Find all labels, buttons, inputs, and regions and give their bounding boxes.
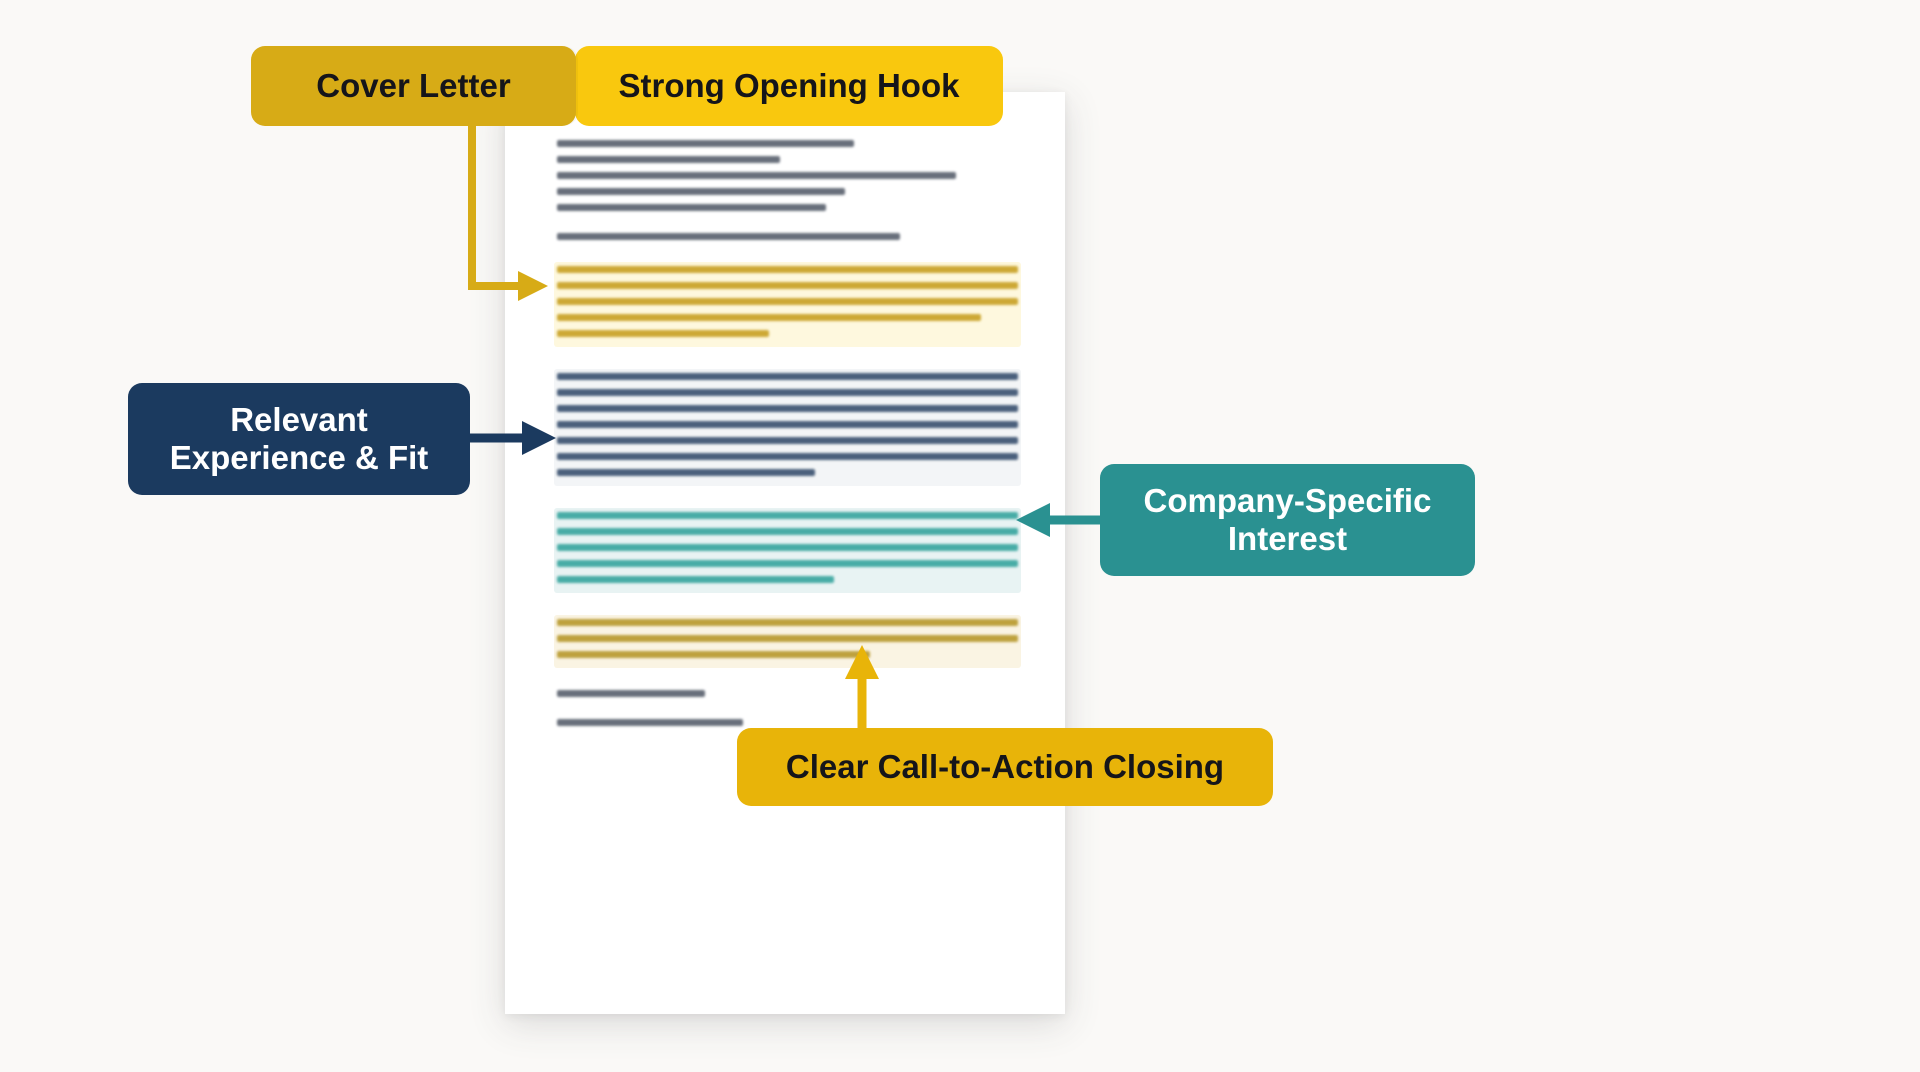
callout-clear-cta[interactable]: Clear Call-to-Action Closing [737,728,1273,806]
signature-block [557,719,1021,726]
callout-cover-letter-label: Cover Letter [316,67,511,105]
callout-relevant-experience[interactable]: Relevant Experience & Fit [128,383,470,495]
callout-strong-opening-hook[interactable]: Strong Opening Hook [575,46,1003,126]
callout-company-specific[interactable]: Company-Specific Interest [1100,464,1475,576]
closing-para [554,615,1021,668]
callout-company-specific-line1: Company-Specific [1143,482,1432,520]
callout-strong-opening-hook-label: Strong Opening Hook [618,67,960,105]
document-text-line [557,330,770,337]
document-text-line [557,298,1018,305]
document-text-line [557,453,1018,460]
callout-cover-letter[interactable]: Cover Letter [251,46,576,126]
company-para [554,508,1021,593]
salutation-block [557,233,1021,240]
document-text-line [557,266,1018,273]
document-text-line [557,140,854,147]
document-text-line [557,405,1018,412]
callout-relevant-experience-line1: Relevant [230,401,368,439]
document-text-line [557,389,1018,396]
document-text-line [557,635,1018,642]
document-text-line [557,282,1018,289]
sender-block [557,140,1021,211]
experience-para [554,369,1021,486]
callout-relevant-experience-line2: Experience & Fit [169,439,429,476]
document-text-line [557,373,1018,380]
opening-hook-para [554,262,1021,347]
callout-clear-cta-label: Clear Call-to-Action Closing [785,748,1225,786]
document-text-line [557,421,1018,428]
document-text-line [557,172,957,179]
document-text-line [557,156,780,163]
document-text-line [557,512,1018,519]
callout-relevant-experience-text: Relevant Experience & Fit [170,401,429,476]
cover-letter-document [505,92,1065,1014]
callout-company-specific-line2: Interest [1227,520,1348,557]
document-text-line [557,651,871,658]
document-text-line [557,188,845,195]
document-body [554,140,1021,748]
document-text-line [557,560,1018,567]
document-text-line [557,437,1018,444]
document-text-line [557,204,827,211]
document-text-line [557,469,816,476]
document-text-line [557,690,706,697]
signoff-block [557,690,1021,697]
callout-company-specific-text: Company-Specific Interest [1144,482,1432,557]
document-text-line [557,619,1018,626]
document-text-line [557,719,743,726]
document-text-line [557,233,901,240]
document-text-line [557,544,1018,551]
document-text-line [557,314,982,321]
document-text-line [557,528,1018,535]
document-text-line [557,576,834,583]
